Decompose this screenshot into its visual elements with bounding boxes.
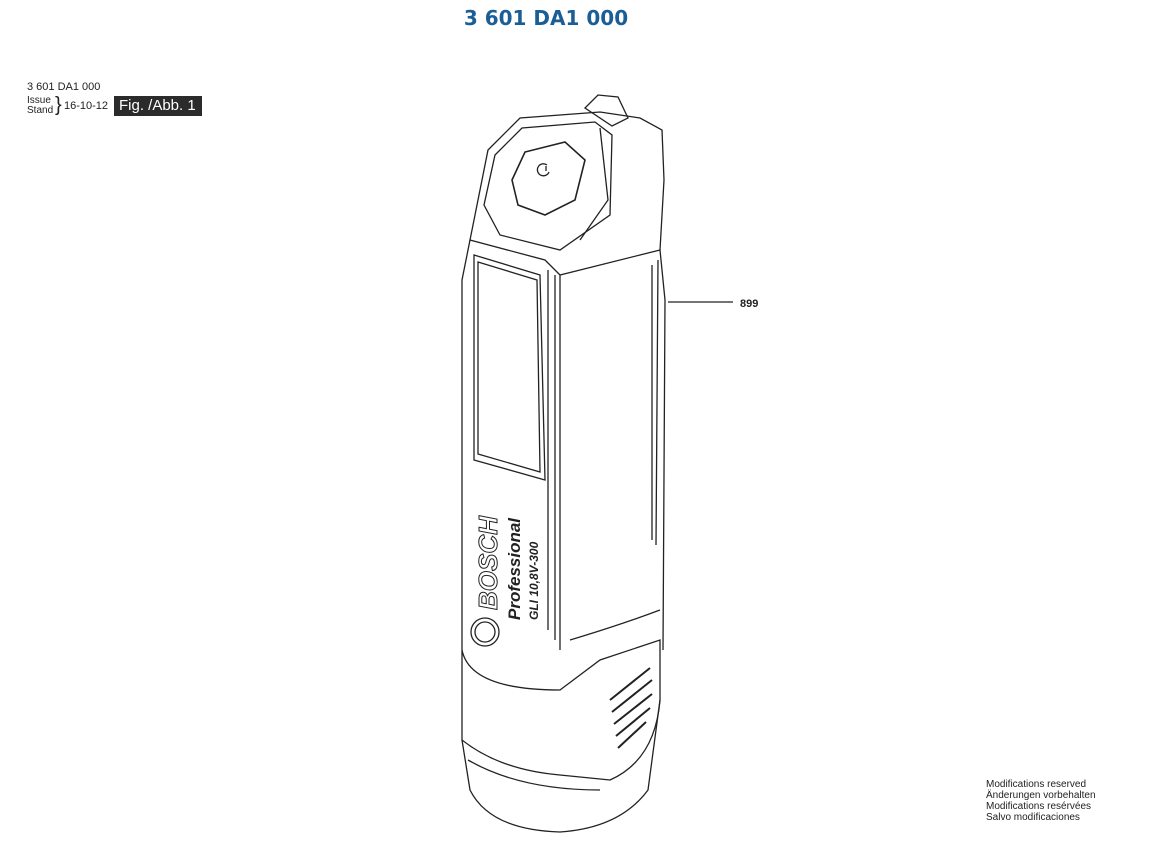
battery-pack: [461, 639, 661, 781]
callout-899: 899: [740, 298, 759, 310]
power-icon: [536, 163, 550, 177]
issue-stand-labels: Issue Stand: [27, 96, 53, 116]
issue-date: 16-10-12: [64, 100, 109, 112]
display-window: [473, 254, 546, 481]
note-line: Modifications resérvées: [986, 801, 1092, 812]
modifications-note: Modifications reserved Änderungen vorbeh…: [986, 779, 1096, 823]
model-text: GLI 10,8V-300: [527, 541, 541, 620]
note-line: Modifications reserved: [986, 779, 1087, 790]
product-line-text: Professional: [505, 517, 524, 620]
logo-emblem: [470, 617, 500, 647]
body-outline: [461, 239, 666, 651]
stand-label: Stand: [27, 105, 54, 116]
brand-logo-text: BOSCH: [473, 515, 503, 610]
head-bezel: [483, 121, 613, 251]
top-clip: [583, 94, 629, 127]
power-button: [511, 141, 586, 216]
issue-label: Issue: [27, 95, 51, 106]
vent-slots: [609, 667, 653, 749]
page-title: 3 601 DA1 000: [463, 6, 629, 30]
note-line: Änderungen vorbehalten: [986, 790, 1096, 801]
brace: }: [55, 94, 62, 116]
part-number: 3 601 DA1 000: [27, 81, 101, 93]
head-housing: [469, 111, 665, 276]
figure-label: Fig. /Abb. 1: [114, 96, 202, 116]
note-line: Salvo modificaciones: [986, 812, 1080, 823]
